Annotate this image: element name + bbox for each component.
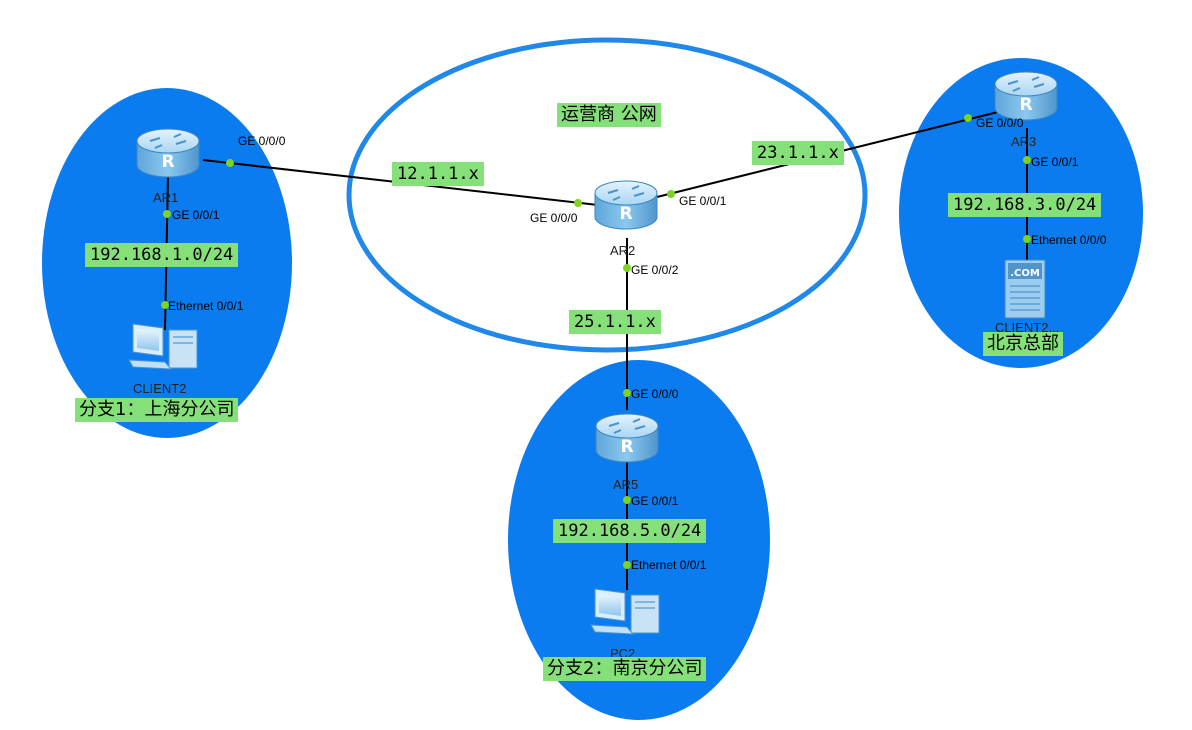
device-label-ar3: AR3 xyxy=(1011,134,1036,149)
subnet-label-nanjing: 192.168.5.0/24 xyxy=(553,519,707,543)
port-dot-ar3-ge001 xyxy=(1023,156,1031,164)
site-name-nanjing: 分支2：南京分公司 xyxy=(543,657,707,681)
router-icon-ar2[interactable] xyxy=(594,180,658,230)
port-label-ar3-wan: GE 0/0/0 xyxy=(976,116,1024,130)
port-label-client-bj: Ethernet 0/0/0 xyxy=(1031,233,1107,247)
port-dot-ar2-ge001 xyxy=(667,190,675,198)
port-dot-client-bj-eth xyxy=(1023,235,1031,243)
device-label-ar5: AR5 xyxy=(613,477,638,492)
port-label-ar1-lan: GE 0/0/1 xyxy=(172,208,220,222)
subnet-label-shanghai: 192.168.1.0/24 xyxy=(85,243,239,267)
device-label-ar2: AR2 xyxy=(610,243,635,258)
port-label-ar1-wan: GE 0/0/0 xyxy=(238,134,286,148)
site-name-shanghai: 分支1：上海分公司 xyxy=(75,398,239,422)
pc-icon-pc2[interactable] xyxy=(590,588,660,635)
port-dot-client-sh-eth xyxy=(161,301,169,309)
port-dot-pc2-eth xyxy=(623,561,631,569)
port-dots xyxy=(161,114,1031,569)
port-label-ar5-wan: GE 0/0/0 xyxy=(631,387,679,401)
server-com-icon-client-beijing[interactable] xyxy=(1004,259,1046,319)
router-icon-ar1[interactable] xyxy=(136,128,200,178)
router-icon-ar3[interactable] xyxy=(994,71,1058,121)
link-net-label-ar2-ar3: 23.1.1.x xyxy=(752,141,844,165)
port-label-ar2-p1: GE 0/0/1 xyxy=(679,194,727,208)
port-label-client-sh: Ethernet 0/0/1 xyxy=(168,299,244,313)
isp-cloud-ring xyxy=(346,37,868,353)
port-dot-ar5-ge001 xyxy=(623,496,631,504)
device-label-client-beijing: CLIENT2... xyxy=(995,320,1059,335)
port-label-ar5-lan: GE 0/0/1 xyxy=(631,494,679,508)
port-label-pc2: Ethernet 0/0/1 xyxy=(631,558,707,572)
port-dot-ar2-ge002 xyxy=(623,264,631,272)
port-label-ar2-p2: GE 0/0/2 xyxy=(631,263,679,277)
link-net-label-ar1-ar2: 12.1.1.x xyxy=(392,162,484,186)
pc-icon-client-shanghai[interactable] xyxy=(128,323,198,370)
port-label-ar2-p0: GE 0/0/0 xyxy=(530,211,578,225)
port-dot-ar1-ge001 xyxy=(163,210,171,218)
port-dot-ar5-ge000 xyxy=(623,389,631,397)
port-label-ar3-lan: GE 0/0/1 xyxy=(1031,155,1079,169)
router-icon-ar5[interactable] xyxy=(595,413,659,463)
port-dot-ar1-ge000 xyxy=(226,159,234,167)
port-dot-ar3-ge000 xyxy=(964,114,972,122)
device-label-ar1: AR1 xyxy=(153,190,178,205)
device-label-client-shanghai: CLIENT2 xyxy=(133,381,186,396)
site-name-beijing: 北京总部 xyxy=(983,332,1063,356)
link-net-label-ar2-ar5: 25.1.1.x xyxy=(569,310,661,334)
port-dot-ar2-ge000 xyxy=(574,199,582,207)
isp-cloud-title: 运营商 公网 xyxy=(557,103,661,127)
subnet-label-beijing: 192.168.3.0/24 xyxy=(948,193,1102,217)
